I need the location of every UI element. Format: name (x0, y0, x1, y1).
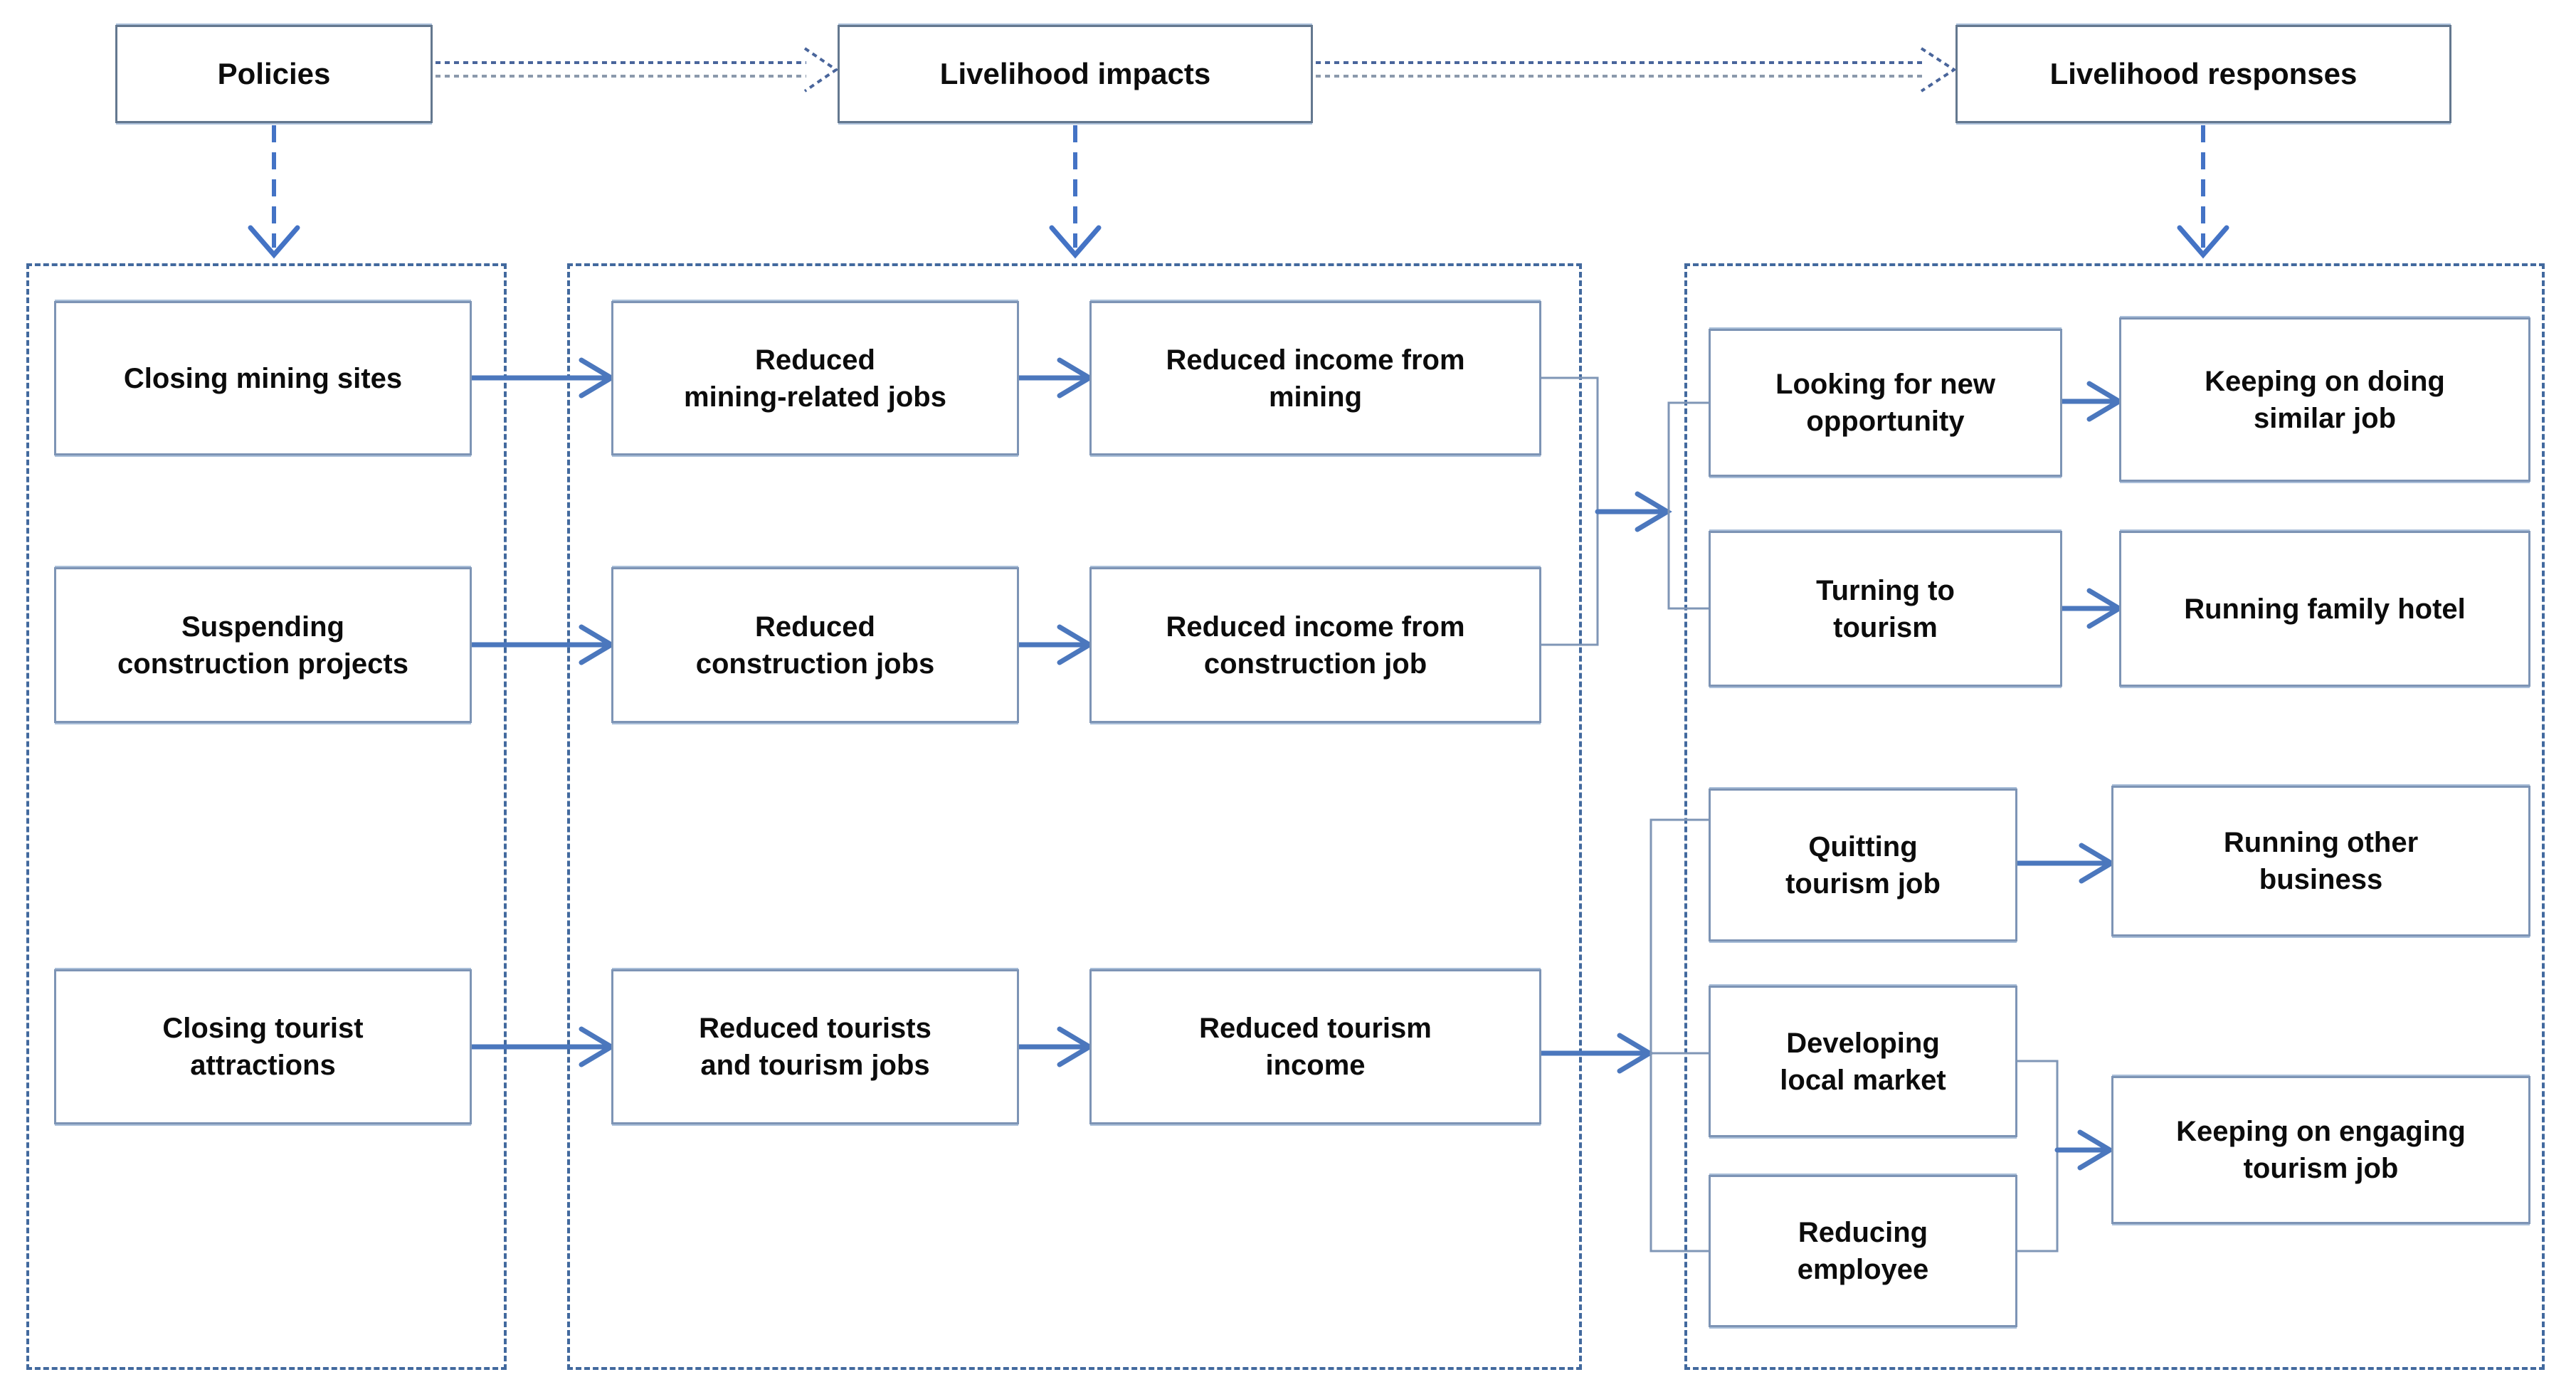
impacts-responses-flow-arrow (1316, 47, 1957, 93)
policies-drop-arrow (248, 125, 300, 259)
bracket-income-merge (1541, 376, 1599, 646)
policies-panel (26, 263, 507, 1370)
arrow-construction-jobs-to-construction-income (1016, 624, 1094, 665)
bracket-response-split-top (1667, 401, 1709, 610)
impacts-drop-arrow (1049, 125, 1102, 259)
node-running-family-hotel: Running family hotel (2119, 531, 2530, 687)
node-running-other-business: Running other business (2111, 786, 2530, 937)
node-reducing-employee: Reducing employee (1709, 1175, 2017, 1327)
header-livelihood-impacts: Livelihood impacts (838, 25, 1313, 123)
arrow-mining-sites-to-mining-jobs (469, 357, 616, 399)
bracket-response-split-bottom (1649, 818, 1709, 1252)
node-developing-local-market: Developing local market (1709, 986, 2017, 1137)
arrow-tourism-jobs-to-tourism-income (1016, 1026, 1094, 1067)
node-reduced-construction-jobs: Reduced construction jobs (611, 567, 1019, 723)
responses-panel (1684, 263, 2545, 1370)
arrow-tourism-income-to-responses (1538, 1033, 1654, 1074)
impacts-panel (567, 263, 1582, 1370)
node-reduced-construction-income: Reduced income from construction job (1089, 567, 1541, 723)
arrow-construction-projects-to-construction-jobs (469, 624, 616, 665)
node-turning-to-tourism: Turning to tourism (1709, 531, 2062, 687)
node-closing-mining-sites: Closing mining sites (54, 301, 472, 455)
arrow-quitting-to-other-business (2015, 843, 2116, 884)
node-keeping-engaging-tourism-job: Keeping on engaging tourism job (2111, 1076, 2530, 1224)
node-closing-tourist-attractions: Closing tourist attractions (54, 969, 472, 1124)
node-looking-for-new-opportunity: Looking for new opportunity (1709, 329, 2062, 477)
arrow-income-merge-to-responses (1595, 491, 1672, 532)
node-reduced-tourism-income: Reduced tourism income (1089, 969, 1541, 1124)
node-reduced-tourism-jobs: Reduced tourists and tourism jobs (611, 969, 1019, 1124)
arrow-turning-tourism-to-family-hotel (2059, 588, 2124, 629)
bracket-engaging-merge (2017, 1060, 2059, 1252)
header-livelihood-responses: Livelihood responses (1955, 25, 2451, 123)
node-quitting-tourism-job: Quitting tourism job (1709, 788, 2017, 941)
arrow-mining-jobs-to-mining-income (1016, 357, 1094, 399)
policies-impacts-flow-arrow (436, 47, 839, 93)
node-keeping-similar-job: Keeping on doing similar job (2119, 317, 2530, 482)
arrow-merge-to-engaging-tourism (2054, 1129, 2115, 1171)
node-suspending-construction-projects: Suspending construction projects (54, 567, 472, 723)
header-policies: Policies (115, 25, 433, 123)
arrow-tourist-attractions-to-tourism-jobs (469, 1026, 616, 1067)
node-reduced-mining-income: Reduced income from mining (1089, 301, 1541, 455)
node-reduced-mining-jobs: Reduced mining-related jobs (611, 301, 1019, 455)
responses-drop-arrow (2177, 125, 2229, 259)
arrow-new-opportunity-to-similar-job (2059, 381, 2124, 422)
